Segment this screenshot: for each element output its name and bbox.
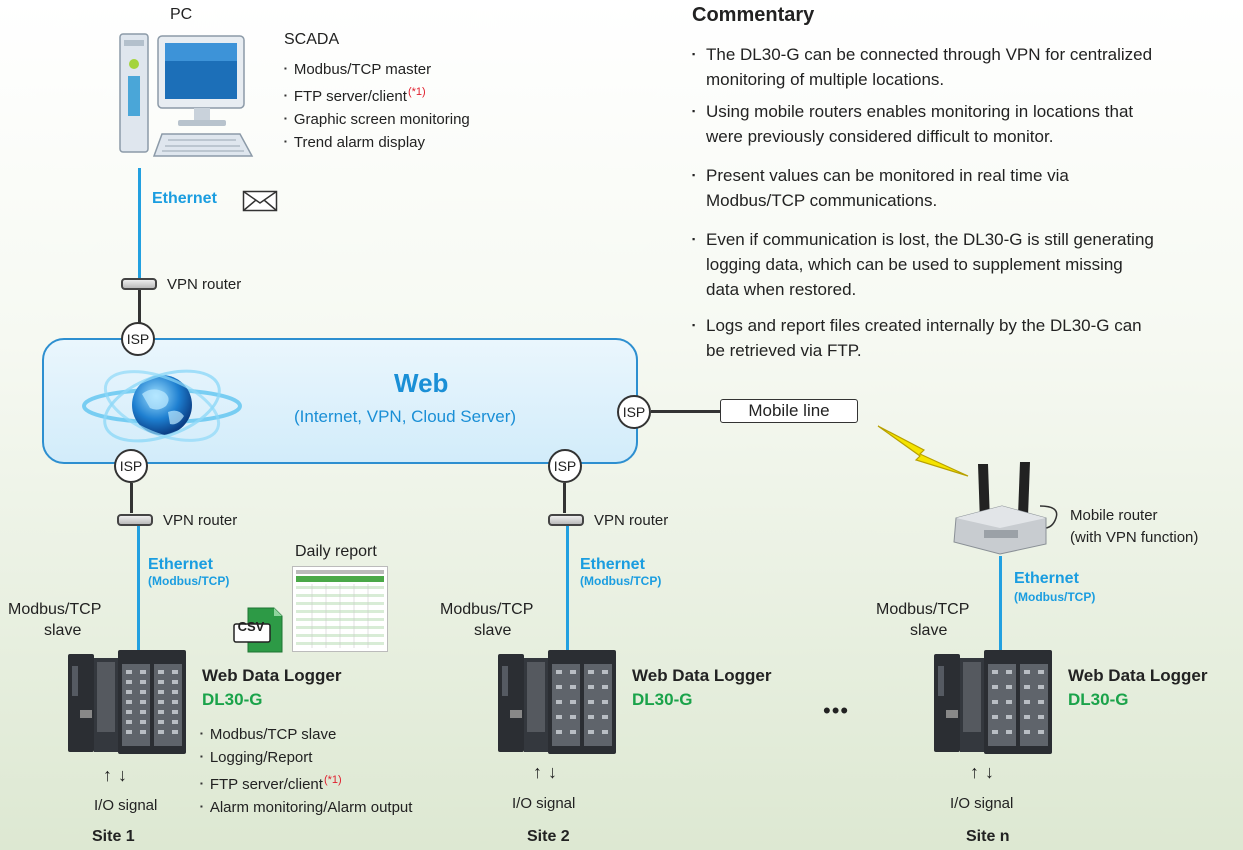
io-arrows-icon: ↑↓: [533, 762, 563, 782]
site-label: Site 2: [527, 828, 570, 845]
modbus-slave-label: slave: [44, 622, 82, 639]
logger-title: Web Data Logger: [202, 666, 342, 685]
more-sites-ellipsis: •••: [823, 698, 850, 723]
ethernet-line: [138, 168, 141, 278]
mobile-router-icon: [953, 462, 1058, 555]
globe-icon: [82, 369, 242, 443]
modbus-tcp-label: (Modbus/TCP): [148, 574, 230, 588]
scada-feature: Graphic screen monitoring: [284, 108, 470, 131]
connection-line: [138, 290, 141, 324]
modbus-slave-label: slave: [910, 622, 948, 639]
ethernet-line: [566, 526, 569, 650]
modbus-slave-label: Modbus/TCP: [876, 601, 970, 618]
ethernet-line: [999, 556, 1002, 652]
pc-icon: [119, 33, 254, 157]
logger-title: Web Data Logger: [632, 666, 772, 685]
csv-file-icon: [233, 607, 283, 653]
mail-icon: [242, 190, 278, 212]
ethernet-label: Ethernet: [148, 556, 213, 573]
io-arrows-icon: ↑↓: [970, 762, 1000, 782]
vpn-router-label: VPN router: [167, 276, 242, 293]
commentary-item: Using mobile routers enables monitoring …: [692, 99, 1243, 149]
logger-model: DL30-G: [202, 690, 263, 709]
commentary-item: Present values can be monitored in real …: [692, 163, 1243, 213]
ethernet-label: Ethernet: [580, 556, 645, 573]
commentary-title: Commentary: [692, 4, 815, 26]
modbus-slave-label: slave: [474, 622, 512, 639]
vpn-router-icon: [121, 278, 157, 290]
wireless-signal-icon: [877, 425, 969, 477]
site-label: Site 1: [92, 828, 135, 845]
isp-node: ISP: [114, 449, 148, 483]
connection-line: [563, 483, 566, 513]
vpn-router-label: VPN router: [594, 512, 669, 529]
vpn-router-icon: [548, 514, 584, 526]
scada-feature-list: Modbus/TCP master FTP server/client(*1) …: [284, 58, 470, 154]
modbus-slave-label: Modbus/TCP: [440, 601, 534, 618]
logger-feature: Alarm monitoring/Alarm output: [200, 796, 413, 819]
daily-report-thumbnail: [292, 566, 388, 652]
csv-label: CSV: [237, 619, 265, 634]
logger-title: Web Data Logger: [1068, 666, 1208, 685]
mobile-router-label: Mobile router: [1070, 507, 1158, 524]
commentary-item: Logs and report files created internally…: [692, 313, 1243, 363]
logger-device-icon: [68, 650, 186, 754]
scada-feature: Modbus/TCP master: [284, 58, 470, 81]
pc-label: PC: [170, 6, 193, 23]
logger-feature: FTP server/client(*1): [200, 769, 412, 796]
logger-model: DL30-G: [632, 690, 693, 709]
vpn-router-label: VPN router: [163, 512, 238, 529]
ethernet-label: Ethernet: [152, 190, 217, 207]
mobile-line-box: Mobile line: [720, 399, 858, 423]
connection-line: [130, 483, 133, 513]
io-arrows-icon: ↑↓: [103, 765, 133, 785]
logger-model: DL30-G: [1068, 690, 1129, 709]
isp-node: ISP: [617, 395, 651, 429]
commentary-item: The DL30-G can be connected through VPN …: [692, 42, 1243, 92]
logger-device-icon: [498, 650, 616, 754]
isp-node: ISP: [548, 449, 582, 483]
isp-node: ISP: [121, 322, 155, 356]
modbus-slave-label: Modbus/TCP: [8, 601, 102, 618]
io-signal-label: I/O signal: [512, 795, 576, 812]
logger-feature: Logging/Report: [200, 746, 412, 769]
mobile-router-label: (with VPN function): [1070, 529, 1199, 546]
daily-report-label: Daily report: [295, 543, 377, 560]
web-subtitle: (Internet, VPN, Cloud Server): [294, 407, 517, 426]
logger-feature-list: Modbus/TCP slave Logging/Report FTP serv…: [200, 723, 413, 819]
io-signal-label: I/O signal: [94, 797, 158, 814]
scada-feature: Trend alarm display: [284, 131, 470, 154]
modbus-tcp-label: (Modbus/TCP): [1014, 590, 1096, 604]
site-label: Site n: [966, 828, 1010, 845]
ethernet-label: Ethernet: [1014, 570, 1079, 587]
vpn-router-icon: [117, 514, 153, 526]
logger-feature: Modbus/TCP slave: [200, 723, 412, 746]
mobile-connection-line: [651, 410, 721, 413]
ethernet-line: [137, 526, 140, 650]
web-title: Web: [394, 368, 449, 398]
scada-feature: FTP server/client(*1): [284, 81, 470, 108]
modbus-tcp-label: (Modbus/TCP): [580, 574, 662, 588]
logger-device-icon: [934, 650, 1052, 754]
commentary-item: Even if communication is lost, the DL30-…: [692, 227, 1243, 302]
scada-label: SCADA: [284, 31, 340, 48]
io-signal-label: I/O signal: [950, 795, 1014, 812]
